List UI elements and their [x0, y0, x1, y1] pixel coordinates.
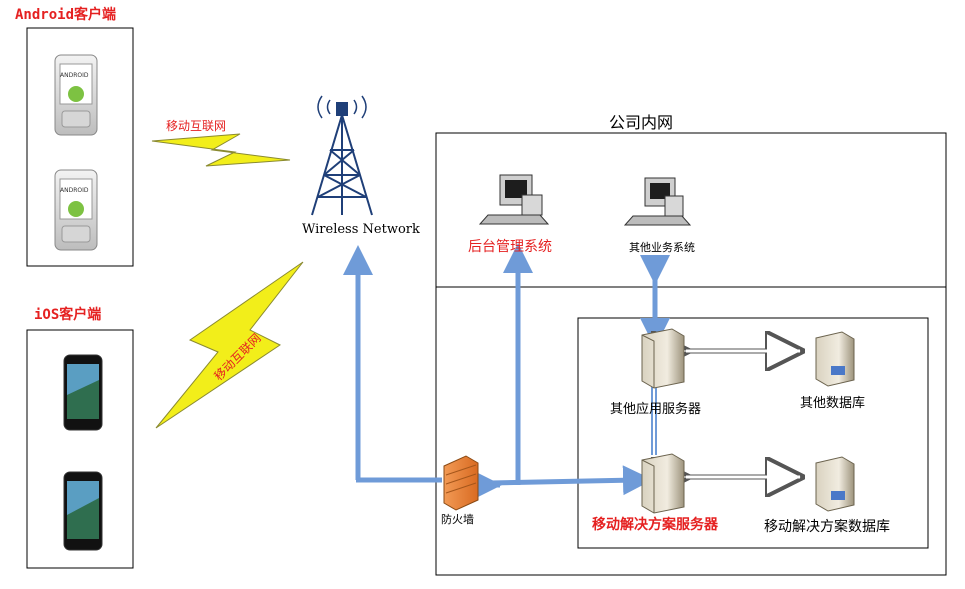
android-client-label: Android客户端	[15, 7, 117, 23]
firewall-label: 防火墙	[441, 513, 474, 526]
backend-system-label: 后台管理系统	[468, 239, 552, 255]
lightning-bolt-bottom	[155, 261, 304, 429]
wireless-network-label: Wireless Network	[302, 222, 420, 237]
iphone-icon	[63, 354, 103, 431]
db-links	[686, 351, 800, 477]
android-phone-text: ANDROID	[60, 187, 89, 194]
computer-icon	[478, 174, 550, 225]
mobile-database-label: 移动解决方案数据库	[764, 519, 890, 535]
lightning-bolt-top	[151, 133, 291, 167]
intranet-top-box	[435, 132, 947, 288]
android-phone-icon	[54, 54, 98, 136]
mobile-internet-label-top: 移动互联网	[166, 119, 227, 133]
ios-client-box	[26, 329, 134, 569]
database-server-icon	[815, 456, 855, 512]
mobile-server-label: 移动解决方案服务器	[592, 517, 718, 533]
server-link	[651, 385, 657, 455]
server-icon	[641, 328, 685, 389]
iphone-icon	[63, 471, 103, 551]
android-phone-text: ANDROID	[60, 72, 89, 79]
other-database-label: 其他数据库	[800, 396, 866, 411]
intranet-title: 公司内网	[609, 113, 674, 132]
other-business-label: 其他业务系统	[629, 241, 695, 254]
firewall-icon	[443, 455, 479, 511]
intranet-bottom-box	[435, 286, 947, 576]
server-cluster-box	[577, 317, 929, 549]
server-icon	[641, 453, 685, 514]
computer-icon	[623, 177, 692, 226]
other-app-server-label: 其他应用服务器	[610, 402, 702, 417]
database-server-icon	[815, 331, 855, 387]
network-connectors	[343, 243, 670, 500]
tower-icon	[311, 95, 373, 216]
android-client-box	[26, 27, 134, 267]
ios-client-label: iOS客户端	[34, 307, 102, 323]
android-phone-icon	[54, 169, 98, 251]
